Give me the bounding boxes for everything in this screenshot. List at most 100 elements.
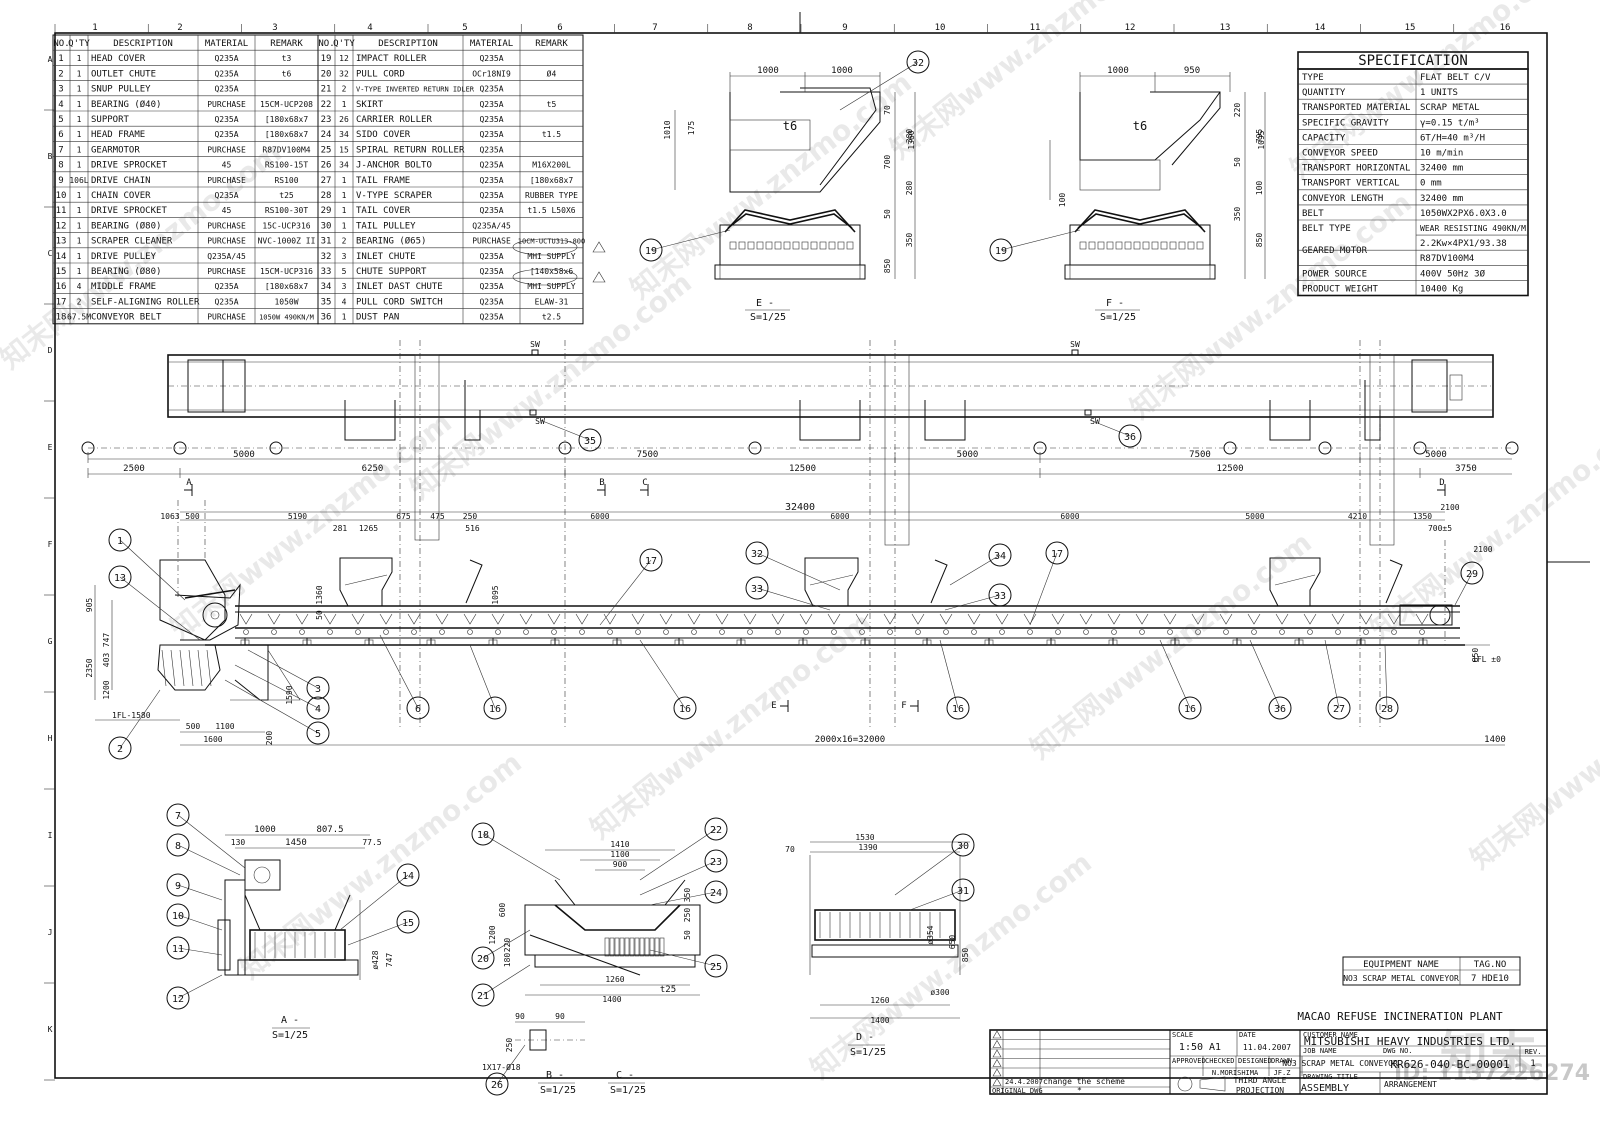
callout-number: 2 xyxy=(117,744,123,755)
leader-line xyxy=(1089,419,1131,437)
leader-line xyxy=(247,649,319,689)
revision-mark: * xyxy=(1077,1086,1082,1095)
return-idler xyxy=(663,629,669,635)
cell-remark: [180x68x7 xyxy=(265,115,309,124)
dim-text: 900 xyxy=(613,860,628,869)
spec-key: TRANSPORT HORIZONTAL xyxy=(1302,164,1410,174)
head-cover xyxy=(174,583,241,641)
callout-circle xyxy=(639,548,663,572)
cell-material: Q235A xyxy=(214,69,238,78)
return-roller xyxy=(654,937,660,957)
return-roller xyxy=(614,937,620,957)
return-idler xyxy=(495,629,501,635)
support-frame xyxy=(344,400,396,441)
section-marker xyxy=(1437,484,1446,496)
foot xyxy=(860,639,870,646)
rev-triangle xyxy=(992,1030,1002,1039)
dim-text: 7500 xyxy=(637,450,659,460)
spec-value: 32400 mm xyxy=(1420,194,1463,204)
chute-plate-line xyxy=(809,574,854,586)
equipment-header: EQUIPMENT NAME xyxy=(1363,960,1439,970)
spec-key: SPECIFIC GRAVITY xyxy=(1302,118,1389,128)
spec-value: R87DV100M4 xyxy=(1420,254,1474,264)
cell-qty: 1 xyxy=(342,176,347,185)
cell-qty: 1 xyxy=(342,100,347,109)
return-idler xyxy=(1111,629,1117,635)
cell-qty: 1 xyxy=(342,313,347,322)
cell-qty: 1 xyxy=(77,206,82,215)
cell-no: 30 xyxy=(321,221,332,231)
dim-text: 5000 xyxy=(1425,450,1447,460)
leader-line xyxy=(909,889,964,911)
cell-remark: Ø4 xyxy=(547,68,557,78)
return-idler xyxy=(1335,629,1341,635)
callout-number: 35 xyxy=(584,436,596,447)
leader-line xyxy=(639,639,686,709)
return-roller-segment xyxy=(756,241,764,250)
cell-description: SIDO COVER xyxy=(356,130,411,140)
cell-remark: t6 xyxy=(282,69,292,78)
gearmotor xyxy=(244,859,281,891)
leader-line xyxy=(639,828,717,881)
spec-value: FLAT BELT C/V xyxy=(1420,73,1491,83)
cell-material: PURCHASE xyxy=(207,237,246,246)
callout-number: 16 xyxy=(1184,704,1196,715)
equipment-header: TAG.NO xyxy=(1474,960,1507,970)
callout-circle xyxy=(989,238,1013,262)
chute-column xyxy=(884,354,910,546)
dim-text: 250 xyxy=(683,908,692,923)
callout-number: 10 xyxy=(172,911,184,922)
spec-value: WEAR RESISTING 490KN/M xyxy=(1420,224,1526,233)
dim-text: ø354 xyxy=(926,925,935,944)
chute-support-arm xyxy=(930,559,948,604)
cell-description: MIDDLE FRAME xyxy=(91,282,156,292)
cell-qty: 106L xyxy=(69,176,88,185)
dim-text: 1360 xyxy=(907,130,916,149)
spec-key: CONVEYOR SPEED xyxy=(1302,149,1378,159)
return-roller-segment xyxy=(783,241,791,250)
spec-value: 32400 mm xyxy=(1420,164,1463,174)
return-roller-segment xyxy=(738,241,746,250)
spec-key: PRODUCT WEIGHT xyxy=(1302,284,1378,294)
dim-text: 7500 xyxy=(1189,450,1211,460)
grid-col-label: 7 xyxy=(652,23,657,33)
cell-no: 35 xyxy=(321,297,332,307)
dim-text: 1390 xyxy=(858,843,877,852)
cell-material: PURCHASE xyxy=(207,313,246,322)
spec-key: TRANSPORTED MATERIAL xyxy=(1302,103,1410,113)
revision-date: 24.4.2007 xyxy=(1005,1078,1043,1086)
tb-label: CUSTOMER NAME xyxy=(1303,1031,1358,1039)
return-idler xyxy=(1167,629,1173,635)
dim-text: 280 xyxy=(905,181,914,196)
foot xyxy=(302,639,312,646)
cell-no: 3 xyxy=(58,85,63,95)
return-roller-segment xyxy=(846,241,854,250)
cell-qty: 34 xyxy=(339,130,349,139)
table-header: DESCRIPTION xyxy=(378,39,438,49)
dim-text: 850 xyxy=(883,259,892,274)
cell-remark: RS100-15T xyxy=(265,161,309,170)
grid-row-label: I xyxy=(48,831,53,840)
grid-col-label: 4 xyxy=(367,23,372,33)
cell-description: DRIVE SPROCKET xyxy=(91,161,167,171)
cell-remark: t5 xyxy=(547,100,557,109)
cell-description: HEAD FRAME xyxy=(91,130,145,140)
grid-col-label: 2 xyxy=(177,23,182,33)
cell-description: SNUP PULLEY xyxy=(91,85,151,95)
dim-text: 1360 xyxy=(315,585,324,604)
cell-no: 34 xyxy=(321,282,332,292)
callout-number: 19 xyxy=(645,246,657,257)
callout-number: 36 xyxy=(1274,704,1286,715)
dim-text: 1530 xyxy=(855,833,874,842)
cell-qty: 1 xyxy=(77,69,82,78)
grid-col-label: 13 xyxy=(1220,23,1231,33)
carrier-idler xyxy=(407,613,421,625)
rev-triangle xyxy=(992,1077,1002,1086)
callout-number: 3 xyxy=(315,684,321,695)
return-roller-segment xyxy=(1142,241,1150,250)
cell-remark: [140x58x6 xyxy=(530,267,574,276)
callout-number: 8 xyxy=(175,841,181,852)
watermark-id: ID: 1137226274 xyxy=(1394,1061,1590,1086)
cell-no: 25 xyxy=(321,145,332,155)
